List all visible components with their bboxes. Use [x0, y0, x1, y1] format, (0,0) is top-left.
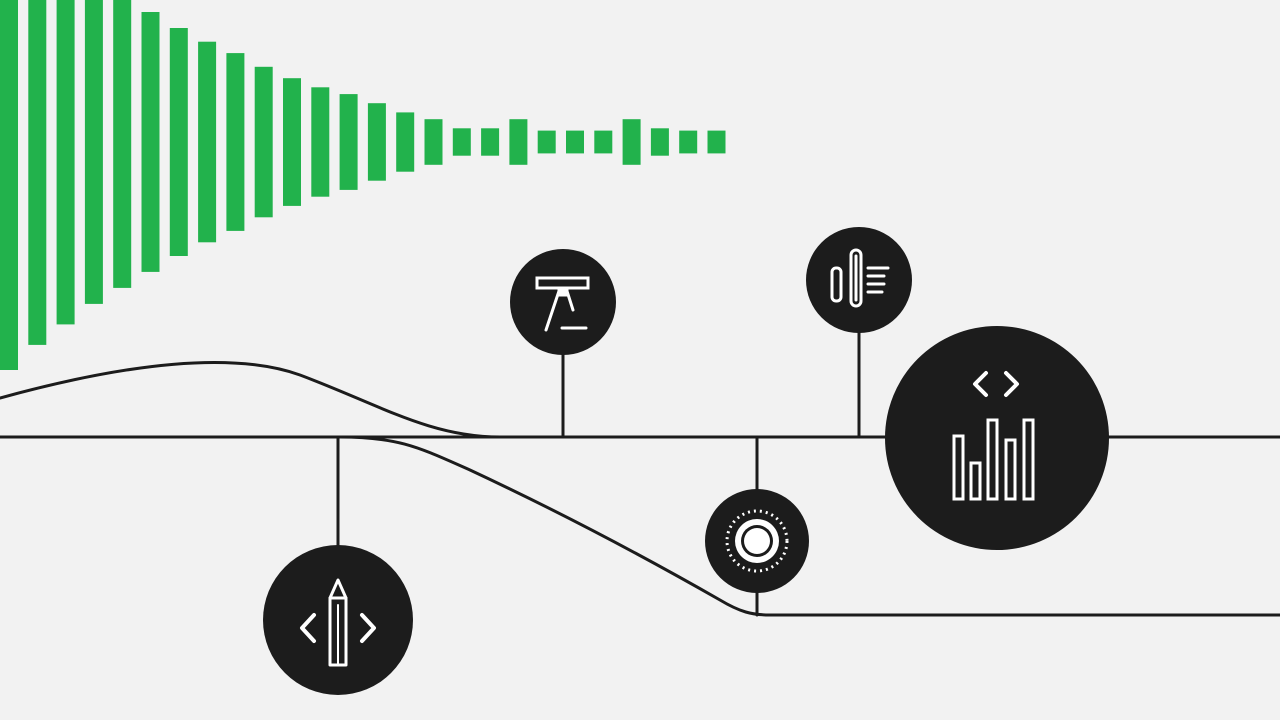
- waveform-bar: [113, 0, 132, 288]
- waveform-bar: [537, 130, 556, 154]
- waveform-bar: [169, 28, 188, 256]
- lower-curve-line: [338, 435, 1280, 617]
- waveform-bar: [622, 119, 641, 165]
- waveform-bar: [396, 112, 415, 172]
- waveform-bar: [594, 130, 613, 154]
- waveform-bar: [141, 12, 160, 272]
- waveform-bar: [226, 53, 245, 231]
- waveform-bar: [311, 87, 330, 197]
- waveform-bar: [84, 0, 103, 304]
- waveform-bar: [650, 128, 669, 156]
- waveform-bar: [28, 0, 47, 345]
- code-pencil-node: [263, 545, 413, 695]
- waveform-bar: [566, 130, 584, 154]
- waveform-bar: [56, 0, 75, 325]
- analytics-node: [885, 326, 1109, 550]
- waveform-bar: [424, 119, 443, 165]
- waveform-bar: [481, 128, 500, 156]
- waveform-bar: [509, 119, 528, 165]
- waveform-bar: [367, 103, 386, 181]
- waveform-bar: [679, 130, 698, 154]
- upper-curve-line: [0, 361, 502, 439]
- waveform-bar: [707, 130, 726, 154]
- tools-list-icon: [830, 248, 890, 308]
- survey-node: [510, 249, 616, 355]
- waveform-bar: [452, 128, 471, 156]
- code-pencil-icon: [300, 578, 376, 667]
- waveform: [0, 0, 726, 370]
- disc-node: [705, 489, 809, 593]
- waveform-bar: [254, 66, 273, 218]
- disc-icon: [725, 509, 789, 573]
- waveform-bar: [0, 0, 18, 370]
- code-bar-chart-icon: [952, 371, 1035, 501]
- survey-tripod-icon: [535, 276, 590, 332]
- waveform-bar: [198, 41, 217, 243]
- waveform-bar: [283, 78, 301, 206]
- waveform-bar: [339, 94, 358, 190]
- tools-node: [806, 227, 912, 333]
